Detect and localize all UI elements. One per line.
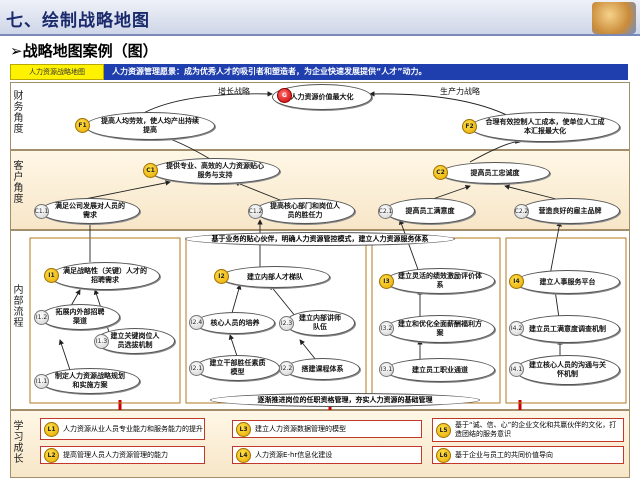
page-title: 七、绘制战略地图 (6, 11, 150, 31)
internal-bottom-banner: 逐渐推进岗位的任职资格管理，夯实人力资源的基础管理 (210, 393, 480, 407)
badge-c1: C1 (143, 163, 158, 178)
badge-l2: L2 (44, 448, 59, 463)
cartoon-logo-icon (592, 2, 636, 34)
badge-l4: L4 (236, 448, 251, 463)
badge-i21: I2.1 (189, 361, 204, 376)
node-i1: 满足战略性（关键）人才的招聘需求 (50, 262, 160, 290)
node-i24: 核心人员的培养 (195, 312, 275, 334)
node-i42: 建立员工满意度调查机制 (515, 315, 620, 343)
row-label-internal: 内部流程 (11, 284, 22, 328)
badge-c22: C2.2 (514, 204, 529, 219)
node-i4: 建立人事服务平台 (515, 270, 620, 294)
node-i2: 建立内部人才梯队 (220, 266, 330, 288)
badge-i3: I3 (379, 274, 394, 289)
node-l4: 人力资源E-hr信息化建设 (232, 446, 422, 464)
growth-strategy-label: 增长战略 (218, 87, 250, 96)
node-i11: 制定人力资源战略规划和实施方案 (40, 368, 140, 394)
node-f1: 提高人均劳效，使人均产出持续提高 (85, 112, 215, 140)
badge-i4: I4 (509, 274, 524, 289)
badge-i24: I2.4 (189, 315, 204, 330)
node-i41: 建立核心人员的沟通与关怀机制 (515, 355, 620, 385)
badge-i12: I1.2 (34, 310, 49, 325)
badge-l1: L1 (44, 422, 59, 437)
node-i32: 建立和优化全面薪酬福利方案 (385, 315, 495, 343)
row-label-learning: 学习成长 (11, 420, 22, 464)
row-label-finance: 财务角度 (11, 90, 22, 134)
title-bar (0, 0, 640, 36)
badge-i23: I2.3 (279, 316, 294, 331)
badge-i2: I2 (214, 269, 229, 284)
badge-c11: C1.1 (34, 204, 49, 219)
badge-l6: L6 (436, 448, 451, 463)
badge-g: G (277, 88, 292, 103)
node-c11: 满足公司发展对人员的需求 (40, 198, 140, 224)
row-label-customer: 客户角度 (11, 160, 22, 204)
productivity-strategy-label: 生产力战略 (440, 87, 480, 96)
badge-i32: I3.2 (379, 321, 394, 336)
badge-i42: I4.2 (509, 321, 524, 336)
badge-i11: I1.1 (34, 374, 49, 389)
badge-c12: C1.2 (248, 204, 263, 219)
node-i3: 建立灵活的绩效激励评价体系 (385, 268, 495, 294)
badge-c2: C2 (433, 165, 448, 180)
node-i22: 搭建课程体系 (285, 358, 360, 380)
node-l3: 建立人力资源数据管理的模型 (232, 420, 422, 438)
badge-i31: I3.1 (379, 362, 394, 377)
node-i21: 建立干部胜任素质模型 (195, 355, 280, 381)
node-l2: 提高管理人员人力资源管理的能力 (40, 446, 205, 464)
node-l6: 基于企业与员工的共同价值导向 (432, 446, 624, 464)
badge-l5: L5 (436, 423, 451, 438)
node-i31: 建立员工职业通道 (385, 358, 495, 382)
badge-c21: C2.1 (378, 204, 393, 219)
badge-i22: I2.2 (279, 361, 294, 376)
node-i12: 拓展内外部招聘渠道 (40, 304, 120, 330)
node-f2: 合理有效控制人工成本，使单位人工成本汇报最大化 (470, 112, 620, 142)
badge-l3: L3 (236, 422, 251, 437)
vision-banner: 人力资源管理愿景：成为优秀人才的吸引者和塑造者，为企业快速发展提供“人才”动力。 (104, 64, 628, 80)
map-tag: 人力资源战略地图 (10, 64, 104, 80)
badge-f2: F2 (462, 119, 477, 134)
internal-top-banner: 基于业务的贴心伙伴，明确人力资源管控模式，建立人力资源服务体系 (185, 232, 455, 246)
node-i23: 建立内部讲师队伍 (285, 310, 355, 336)
node-c12: 提高核心部门和岗位人员的胜任力 (255, 198, 355, 224)
badge-i41: I4.1 (509, 362, 524, 377)
badge-i13: I1.3 (94, 334, 109, 349)
node-c22: 营造良好的雇主品牌 (520, 198, 620, 224)
node-c1: 提供专业、高效的人力资源贴心服务与支持 (150, 158, 280, 184)
node-l5: 基于“诚、信、心”的企业文化和共赢伙伴的文化，打造团结的服务意识 (432, 418, 624, 442)
badge-i1: I1 (44, 268, 59, 283)
node-c2: 提高员工忠诚度 (440, 162, 550, 184)
node-c21: 提高员工满意度 (385, 198, 475, 224)
badge-f1: F1 (75, 118, 90, 133)
node-l1: 人力资源从业人员专业能力和服务能力的提升 (40, 418, 205, 440)
slide-subtitle: ➢战略地图案例（图） (10, 42, 158, 60)
